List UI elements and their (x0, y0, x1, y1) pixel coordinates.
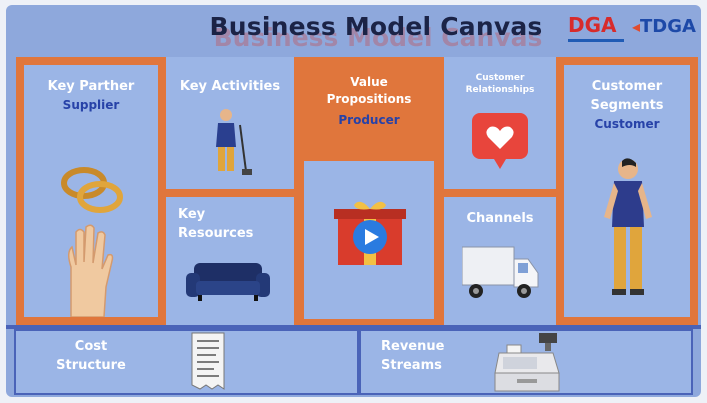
block-key-activities: Key Activities (166, 57, 294, 189)
canvas-frame: Business Model Canvas Business Model Can… (6, 5, 701, 397)
customer-relationships-title-2: Relationships (465, 85, 535, 95)
dga-logo-underline (568, 39, 624, 42)
customer-segments-title-1: Customer (591, 79, 663, 94)
customer-relationships-title-1: Customer (475, 73, 525, 83)
value-propositions-subtitle: Producer (338, 113, 400, 127)
tdga-logo: ◂TDGA (632, 16, 696, 37)
revenue-streams-title-1: Revenue (381, 339, 445, 354)
revenue-streams-title-2: Streams (381, 358, 442, 373)
key-activities-title: Key Activities (179, 79, 281, 94)
block-customer-relationships: Customer Relationships (444, 57, 556, 189)
page-title: Business Model Canvas (209, 12, 543, 41)
receipt-icon (191, 332, 225, 390)
customer-segments-title-2: Segments (590, 98, 664, 113)
cash-register-icon (494, 333, 560, 392)
block-channels: Channels (444, 197, 556, 325)
cost-structure-title-1: Cost (74, 339, 108, 354)
block-key-partner: Key Parther Supplier (16, 57, 166, 325)
gift-play-icon[interactable] (334, 197, 406, 267)
rings-hand-icon (61, 167, 123, 317)
key-resources-title-1: Key (178, 207, 206, 222)
heart-bubble-icon (472, 113, 528, 169)
dga-logo: DGA (568, 13, 617, 37)
block-value-propositions: Value Propositions Producer (294, 57, 444, 327)
block-cost-structure: Cost Structure (14, 329, 359, 395)
cost-structure-title-2: Structure (56, 358, 126, 373)
channels-title: Channels (466, 211, 534, 226)
key-partner-title: Key Parther (47, 79, 135, 94)
block-customer-segments: Customer Segments Customer (556, 57, 698, 325)
key-partner-subtitle: Supplier (62, 98, 120, 112)
block-key-resources: Key Resources (166, 197, 294, 325)
person-icon (604, 158, 652, 295)
divider-bottom (6, 325, 701, 329)
divider-activities (166, 189, 294, 197)
truck-icon (462, 246, 539, 298)
divider-relationships (444, 189, 556, 197)
block-revenue-streams: Revenue Streams (359, 329, 693, 395)
customer-segments-subtitle: Customer (594, 117, 660, 131)
key-resources-title-2: Resources (178, 226, 254, 241)
cleaner-icon (216, 109, 252, 175)
sofa-icon (186, 263, 270, 301)
value-propositions-title-2: Propositions (326, 92, 412, 106)
page-title-shadow: Business Model Canvas (213, 23, 543, 52)
tdga-logo-text: TDGA (640, 16, 696, 37)
tdga-mark-icon: ◂ (632, 17, 641, 36)
value-propositions-title-1: Value (350, 75, 388, 89)
